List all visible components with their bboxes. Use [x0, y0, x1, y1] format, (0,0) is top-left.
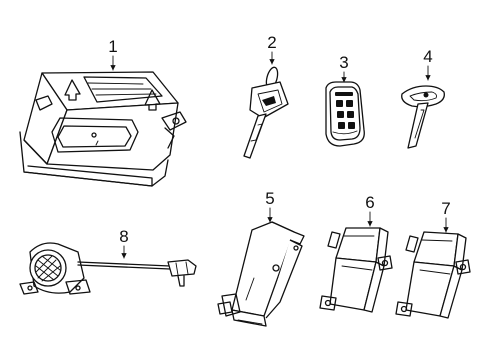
ignition-key-icon — [243, 66, 289, 159]
receiver-module-icon — [217, 221, 305, 327]
part-2-sensor-bracket: 7 — [395, 199, 471, 319]
alarm-siren-icon — [19, 242, 197, 295]
sensor-bracket-icon — [319, 227, 393, 313]
callout-4: 5 — [265, 189, 274, 208]
callout-1: 1 — [108, 37, 117, 56]
part-8-alarm-siren: 8 — [19, 227, 197, 295]
part-3-sensor-bracket: 6 — [319, 193, 393, 313]
part-6-ignition-key: 2 — [243, 33, 289, 159]
callout-2: 7 — [441, 199, 450, 218]
part-1-control-module: 1 — [19, 37, 187, 187]
part-7-blank-key: 4 — [401, 47, 445, 149]
sensor-bracket-icon — [395, 231, 471, 319]
blank-key-icon — [401, 85, 445, 149]
callout-8: 8 — [119, 227, 128, 246]
part-5-key-fob: 3 — [325, 53, 365, 147]
callout-7: 4 — [423, 47, 432, 66]
callout-3: 6 — [365, 193, 374, 212]
part-4-receiver-module: 5 — [217, 189, 305, 327]
speaker-grille — [35, 255, 61, 282]
control-module-icon — [19, 71, 187, 187]
callout-6: 2 — [267, 33, 276, 52]
callout-5: 3 — [339, 53, 348, 72]
key-fob-icon — [325, 81, 365, 147]
